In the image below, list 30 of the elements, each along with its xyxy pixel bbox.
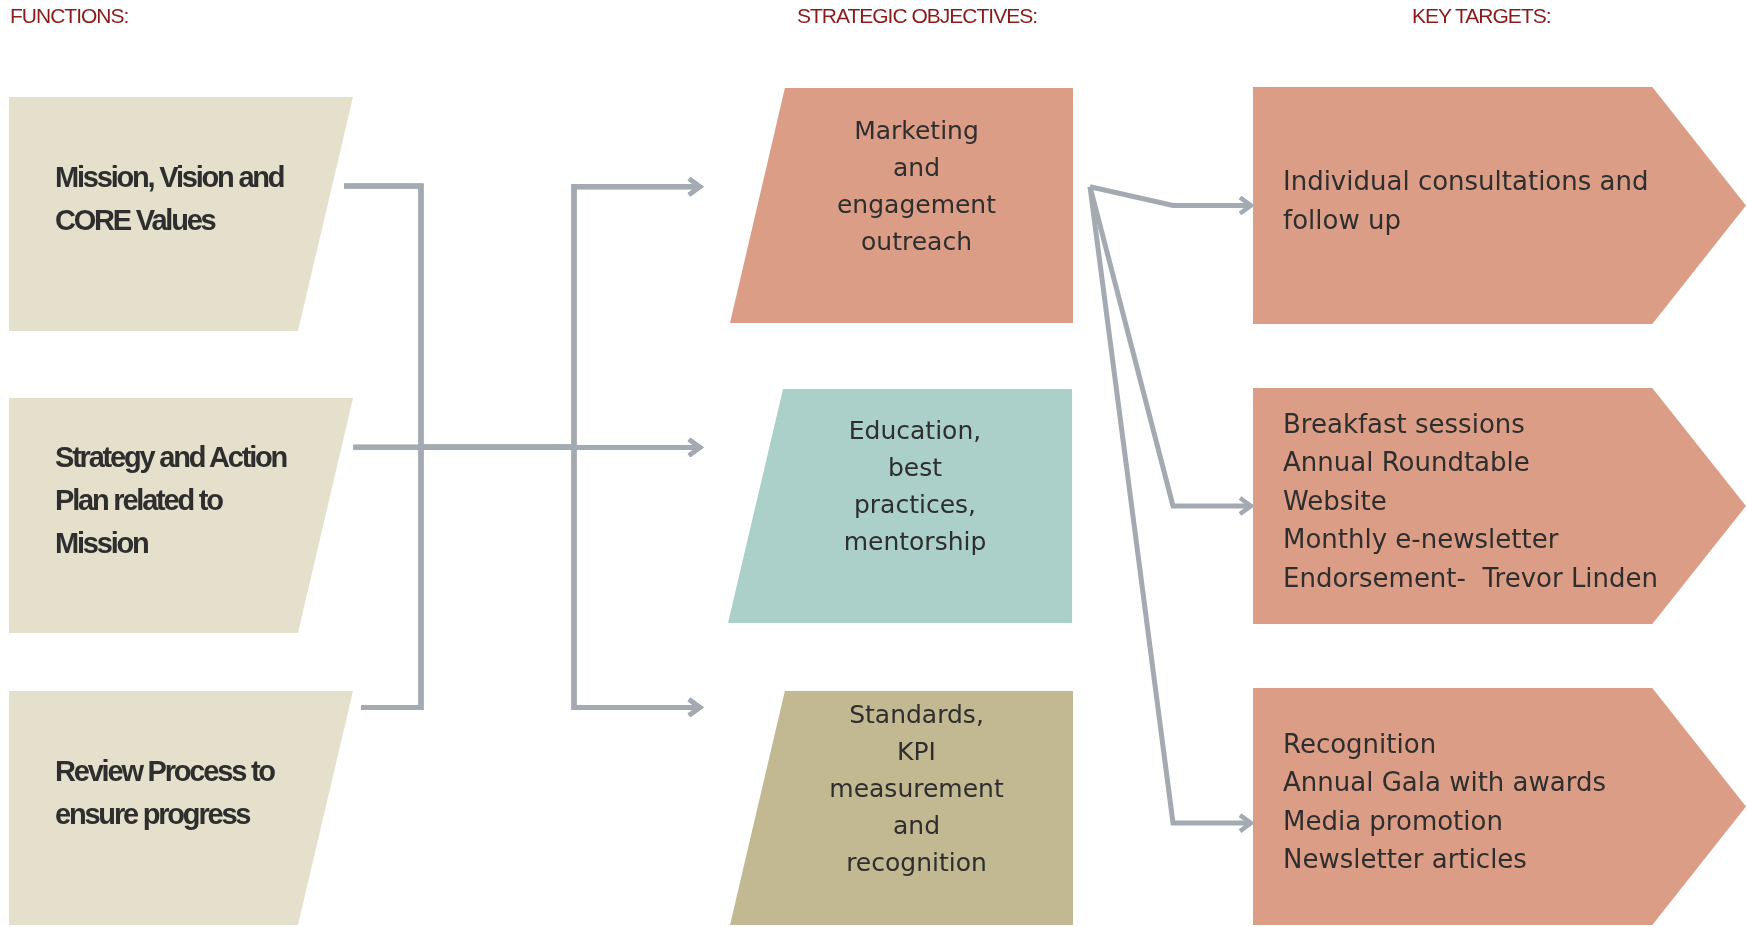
- node-text: Newsletter articles: [1283, 843, 1527, 876]
- connector-arrow: [1089, 184, 1254, 216]
- objective-box: [730, 88, 1073, 323]
- node-text: Breakfast sessions: [1283, 407, 1525, 441]
- target-arrow-box: [1253, 688, 1746, 925]
- node-text: Recognition: [1283, 727, 1437, 761]
- column-heading: FUNCTIONS:: [10, 4, 129, 28]
- objective-box: [730, 691, 1073, 925]
- connector-arrow: [1087, 186, 1254, 834]
- node-text: Strategy and Action Plan related to Mission: [55, 440, 288, 561]
- node-text: Endorsement- Trevor Linden: [1283, 561, 1659, 595]
- node-text: Mission, Vision and CORE Values: [55, 160, 285, 238]
- function-box: [9, 398, 353, 633]
- node-text: Marketing and engagement outreach: [835, 114, 997, 258]
- node-text: Annual Gala with awards: [1283, 766, 1606, 799]
- target-arrow-box: [1253, 87, 1746, 324]
- node-text: Standards, KPI measurement and recognition: [829, 698, 1004, 879]
- function-box: [9, 97, 353, 331]
- node-text: Annual Roundtable: [1283, 446, 1530, 480]
- objective-box: [728, 389, 1072, 623]
- node-text: Media promotion: [1283, 804, 1503, 838]
- node-text: Individual consultations and follow up: [1283, 165, 1650, 237]
- node-text: Monthly e-newsletter: [1283, 523, 1559, 557]
- column-heading: STRATEGIC OBJECTIVES:: [797, 4, 1037, 28]
- node-text: Website: [1283, 484, 1387, 518]
- column-heading: KEY TARGETS:: [1412, 4, 1551, 28]
- target-arrow-box: [1253, 388, 1746, 624]
- function-box: [9, 691, 353, 925]
- node-text: Review Process to ensure progress: [55, 754, 276, 832]
- node-text: Education, best practices, mentorship: [842, 415, 988, 558]
